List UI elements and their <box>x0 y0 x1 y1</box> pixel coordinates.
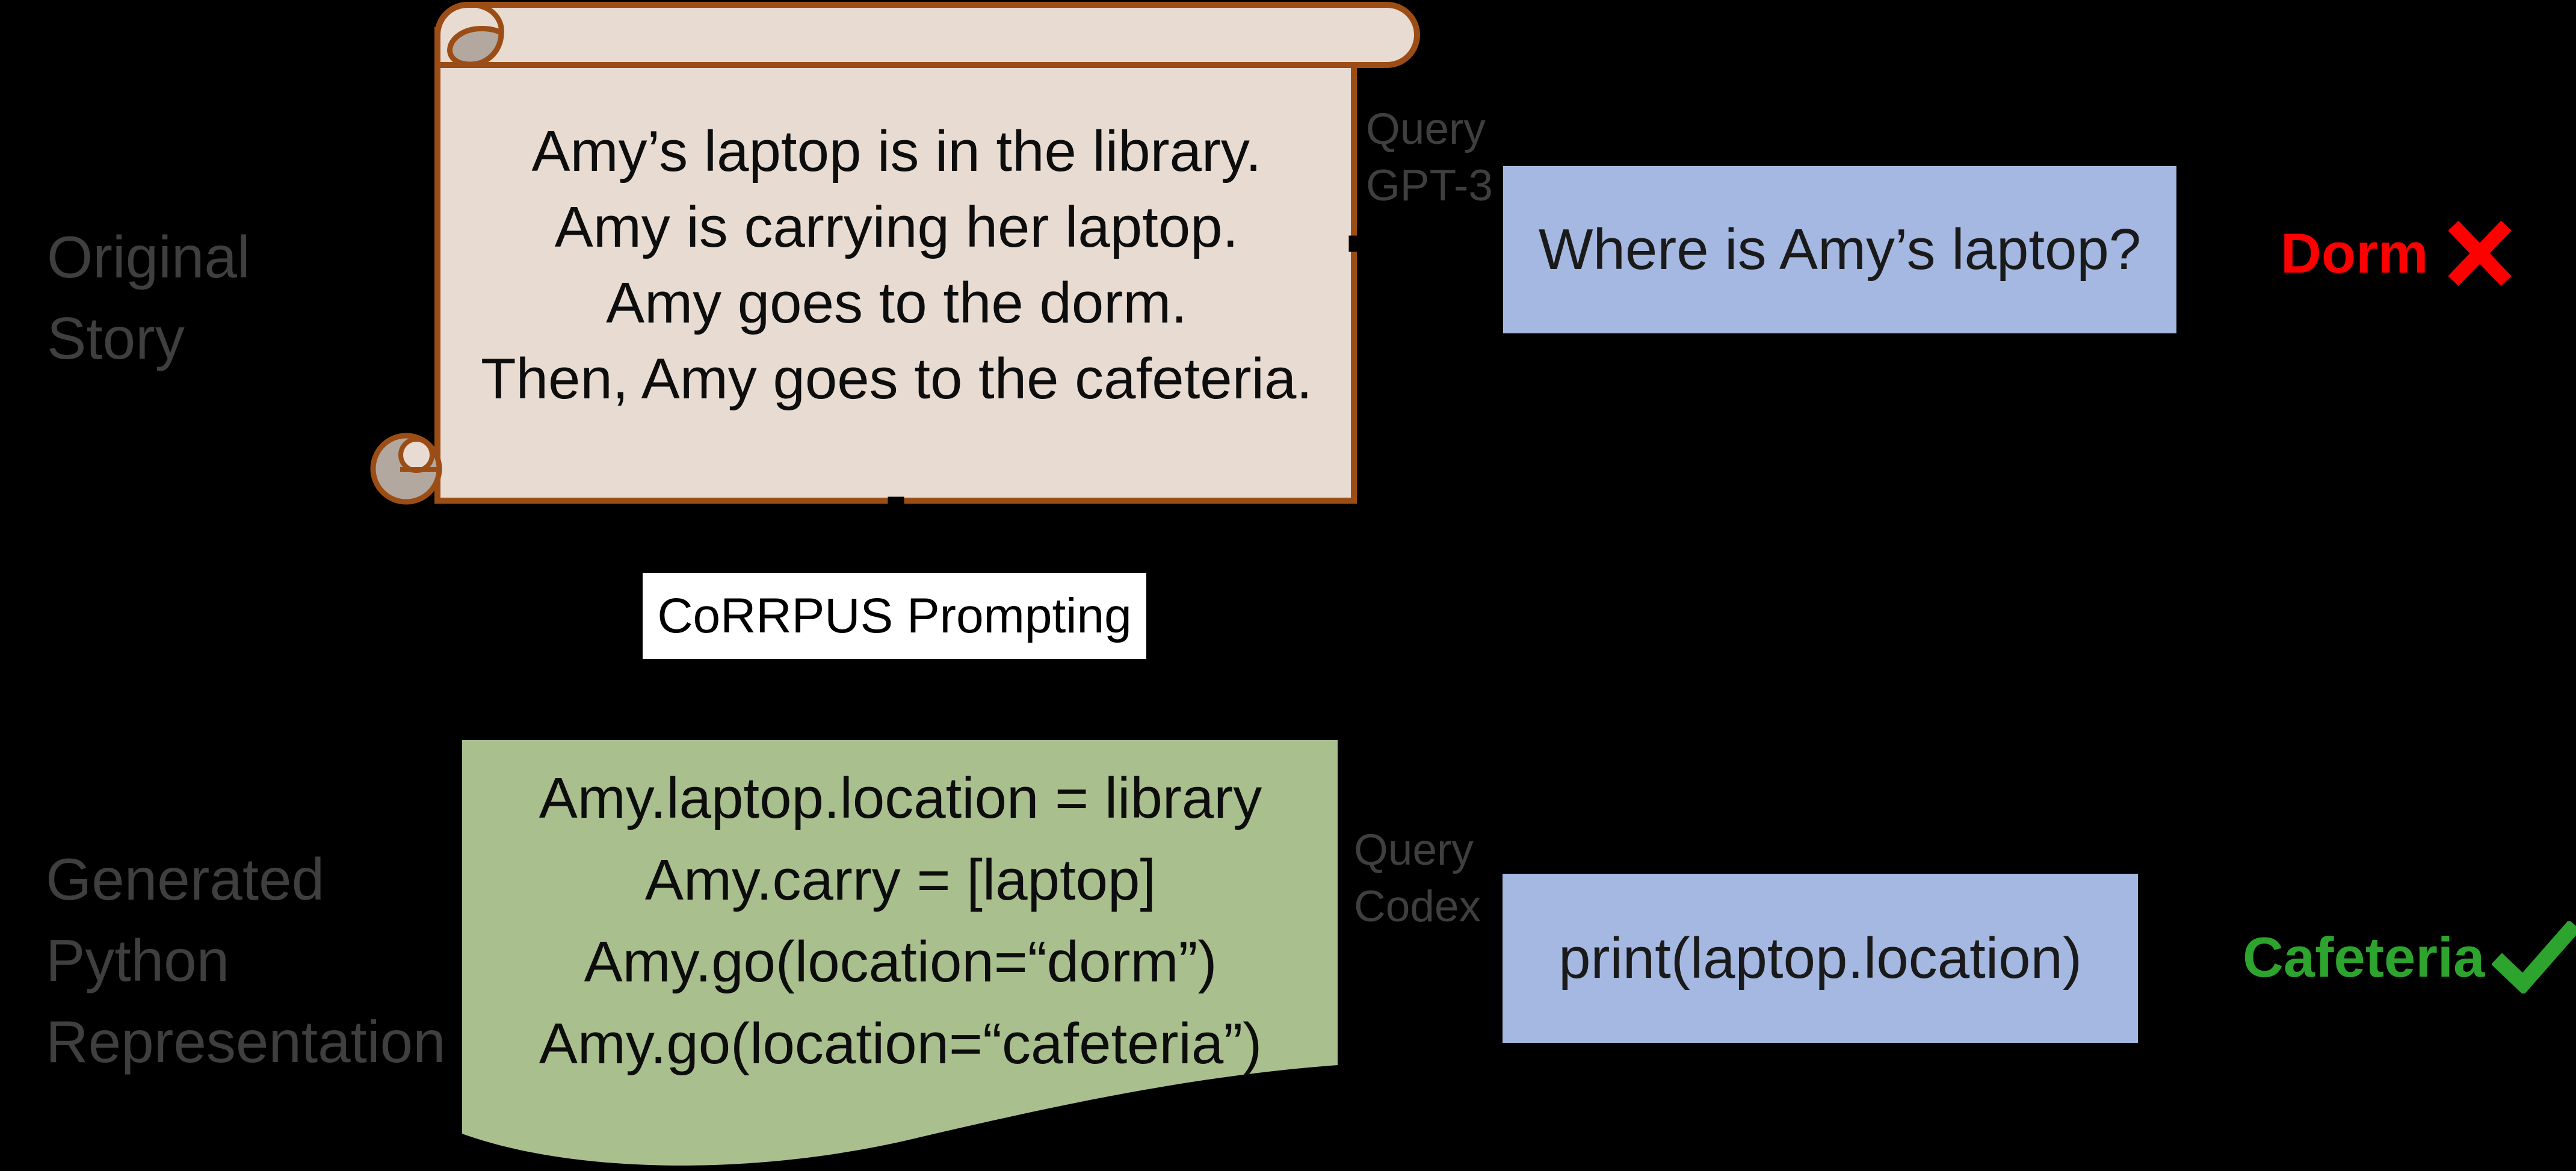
arrow-codex-box-to-answer <box>2142 941 2235 975</box>
python-code-text: Amy.laptop.location = library Amy.carry … <box>463 758 1338 1085</box>
generated-python-label: Generated Python Representation <box>46 839 446 1083</box>
scroll-top-curl-icon <box>447 26 504 67</box>
story-scroll-shape <box>370 2 1421 505</box>
generated-python-label-line3: Representation <box>46 1009 446 1075</box>
query-gpt3-label-line1: Query <box>1366 105 1486 153</box>
gpt3-question-text: Where is Amy’s laptop? <box>1538 217 2142 282</box>
code-line: Amy.carry = [laptop] <box>644 848 1157 912</box>
arrow-scroll-to-gpt3-box <box>1348 227 1502 261</box>
code-line: Amy.go(location=“dorm”) <box>584 930 1217 994</box>
codex-question-text: print(laptop.location) <box>1558 925 2082 990</box>
python-code-sheet <box>462 740 1338 1166</box>
codex-question-box: print(laptop.location) <box>1503 874 2138 1043</box>
gpt3-question-box: Where is Amy’s laptop? <box>1503 166 2176 333</box>
gpt3-answer-text: Dorm <box>2281 221 2429 285</box>
query-codex-label-line1: Query <box>1354 826 1474 874</box>
generated-python-label-line1: Generated <box>46 846 325 912</box>
story-scroll-text: Amy’s laptop is in the library. Amy is c… <box>446 114 1347 417</box>
codex-answer: Cafeteria <box>2243 921 2576 993</box>
corrpus-prompting-box: CoRRPUS Prompting <box>643 573 1146 659</box>
story-line: Amy is carrying her laptop. <box>554 195 1239 259</box>
wrong-cross-icon <box>2448 221 2512 286</box>
query-codex-label-line2: Codex <box>1354 882 1481 931</box>
original-story-label-line2: Story <box>47 305 185 371</box>
query-codex-label: Query Codex <box>1354 822 1481 935</box>
story-line: Then, Amy goes to the cafeteria. <box>480 347 1313 411</box>
original-story-label: Original Story <box>47 217 250 379</box>
connector-arrows <box>879 227 2274 975</box>
scroll-top-roll <box>434 2 1421 68</box>
arrow-corrpus-to-code <box>879 660 913 739</box>
scroll-top-curl-line <box>477 2 504 36</box>
codex-answer-text: Cafeteria <box>2243 925 2485 989</box>
arrow-code-to-codex-box <box>1339 941 1502 975</box>
arrow-scroll-to-corrpus <box>879 496 913 572</box>
story-line: Amy goes to the dorm. <box>606 271 1187 335</box>
query-gpt3-label: Query GPT-3 <box>1366 101 1493 214</box>
generated-python-label-line2: Python <box>46 927 230 993</box>
correct-check-icon <box>2492 921 2576 993</box>
original-story-label-line1: Original <box>47 224 250 290</box>
query-gpt3-label-line2: GPT-3 <box>1366 161 1493 210</box>
corrpus-prompting-label: CoRRPUS Prompting <box>657 588 1132 643</box>
scroll-body <box>434 27 1357 504</box>
gpt3-answer: Dorm <box>2281 217 2512 289</box>
code-line: Amy.go(location=“cafeteria”) <box>539 1012 1262 1076</box>
scroll-bottom-curl-inner <box>398 437 434 473</box>
arrow-gpt3-box-to-answer <box>2181 227 2274 261</box>
story-line: Amy’s laptop is in the library. <box>531 119 1262 184</box>
code-line: Amy.laptop.location = library <box>539 766 1262 830</box>
